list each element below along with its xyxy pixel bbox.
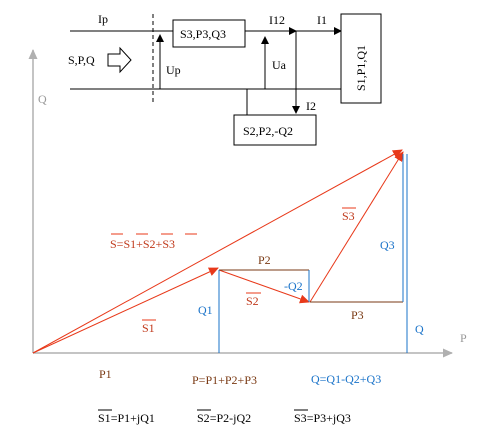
vector-labels: S=S1+S2+S3 S1 S2 S3 [110,207,356,335]
axis-label-p: P [460,331,467,345]
label-p-total: P=P1+P2+P3 [192,373,257,387]
box-bottom [233,114,317,146]
label-ua: Ua [272,58,287,72]
circuit-schematic: Ip S,P,Q Up S3,P3,Q3 I12 I1 Ua S1,P1,Q1 … [68,12,382,146]
vector-s1 [32,267,219,354]
label-ip: Ip [98,12,108,26]
box-right [340,13,382,104]
label-q-total: Q=Q1-Q2+Q3 [311,372,381,386]
label-box-top: S3,P3,Q3 [180,27,226,41]
label-box-right: S1,P1,Q1 [354,45,368,91]
label-p3: P3 [351,308,364,322]
label-up: Up [166,63,181,77]
power-flow-arrow-icon [107,46,132,74]
label-i2: I2 [306,99,316,113]
component-lines [218,154,408,353]
label-i12: I12 [269,13,285,27]
svg-text:S3=P3+jQ3: S3=P3+jQ3 [294,411,351,425]
svg-text:S1=P1+jQ1: S1=P1+jQ1 [98,411,155,425]
label-q2: -Q2 [284,279,303,293]
label-p1: P1 [99,367,112,381]
label-q: Q [415,322,424,336]
formula-3: =P3+jQ3 [307,411,351,425]
label-q1: Q1 [198,303,213,317]
formula-s1-sym: S1 [98,411,111,425]
box-top [172,19,246,48]
vectors [32,149,404,354]
label-source: S,P,Q [68,53,95,67]
vector-s2 [218,269,310,304]
formula-s2-sym: S2 [197,411,210,425]
label-box-bottom: S2,P2,-Q2 [243,124,293,138]
label-s2: S2 [246,294,259,308]
label-s1: S1 [142,321,155,335]
component-labels: P2 P3 P1 Q1 -Q2 Q3 Q [99,238,424,381]
formula-1: =P1+jQ1 [111,411,155,425]
label-p2: P2 [258,253,271,267]
formulas: S1=P1+jQ1 S2=P2-jQ2 S3=P3+jQ3 [98,409,351,425]
axis-label-q: Q [38,92,47,106]
sum-labels: P=P1+P2+P3 Q=Q1-Q2+Q3 [192,372,381,387]
formula-2: =P2-jQ2 [210,411,251,425]
label-q3: Q3 [380,238,395,252]
axes: Q P [28,49,467,358]
label-s3: S3 [342,209,355,223]
formula-s3-sym: S3 [294,411,307,425]
label-i1: I1 [317,13,327,27]
vector-s-total [32,149,403,354]
label-s-total: S=S1+S2+S3 [110,237,175,251]
vector-s3 [309,151,404,303]
svg-text:S2=P2-jQ2: S2=P2-jQ2 [197,411,251,425]
